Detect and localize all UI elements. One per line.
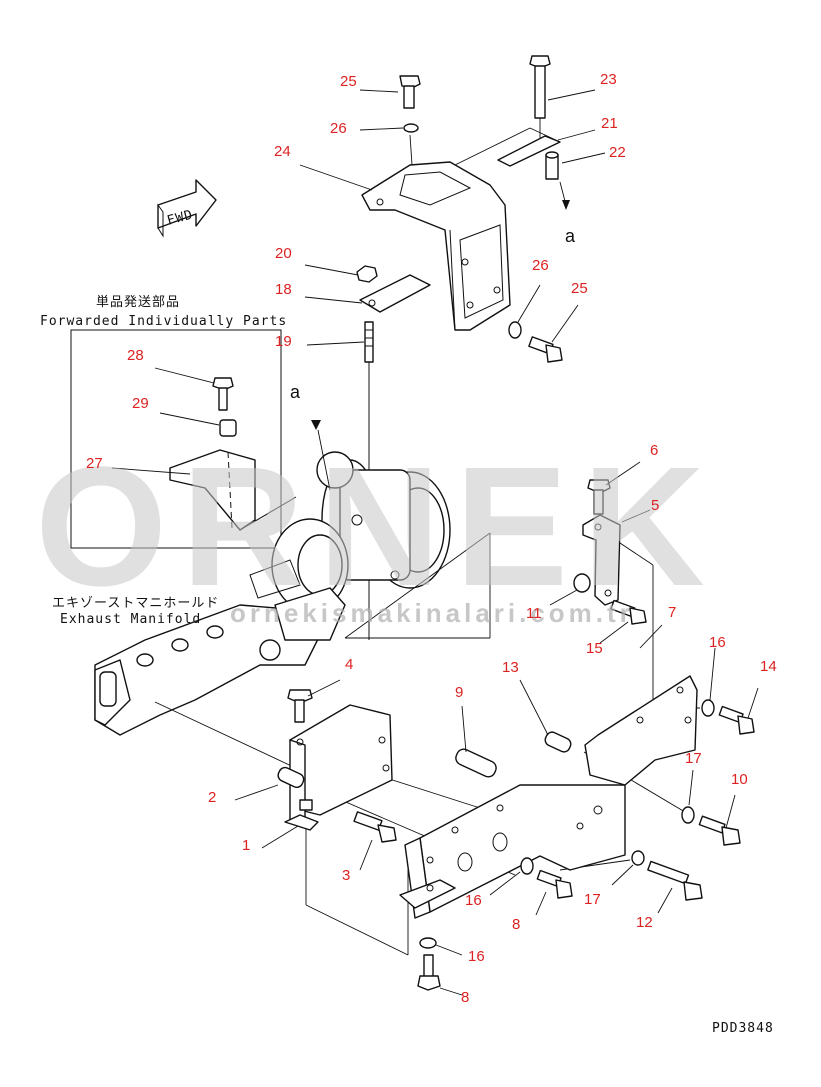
bolt-25-right xyxy=(508,321,563,363)
watermark-url: ornekismakinalari.com.tr xyxy=(230,598,634,628)
callout-20: 20 xyxy=(275,245,292,262)
callout-5: 5 xyxy=(651,497,659,514)
callout-7: 7 xyxy=(668,604,676,621)
drawing-code: PDD3848 xyxy=(712,1021,774,1036)
view-marker-turbo: a xyxy=(290,382,301,402)
fwd-arrow: FWD xyxy=(157,179,217,238)
callout-16-mid: 16 xyxy=(465,892,482,909)
callout-9: 9 xyxy=(455,684,463,701)
bolt-23 xyxy=(454,55,570,210)
collar-13 xyxy=(544,731,572,753)
callout-28: 28 xyxy=(127,347,144,364)
inset-box xyxy=(70,329,297,549)
bolt-4 xyxy=(287,689,313,723)
watermark-brand: ORNEK xyxy=(35,432,719,622)
inset-title-jp: 単品発送部品 xyxy=(96,294,180,310)
callout-3: 3 xyxy=(342,867,350,884)
turbocharger xyxy=(271,451,451,612)
callout-12: 12 xyxy=(636,914,653,931)
callout-22: 22 xyxy=(609,144,626,161)
callout-11: 11 xyxy=(526,605,542,622)
hardware-right xyxy=(417,699,755,991)
watermark: ORNEK ornekismakinalari.com.tr xyxy=(35,432,719,628)
exhaust-label-en: Exhaust Manifold xyxy=(60,612,201,627)
callout-16-right: 16 xyxy=(709,634,726,651)
callout-24: 24 xyxy=(274,143,291,160)
link-plate xyxy=(356,265,431,313)
callout-25: 25 xyxy=(340,73,357,90)
callout-26: 26 xyxy=(330,120,347,137)
bolt-3 xyxy=(353,811,397,843)
callout-19: 19 xyxy=(275,333,292,350)
callout-8-bottom: 8 xyxy=(461,989,469,1006)
callout-4: 4 xyxy=(345,656,353,673)
callout-14: 14 xyxy=(760,658,777,675)
callout-leaders xyxy=(111,89,759,996)
bracket-5 xyxy=(582,514,621,606)
callout-26-right: 26 xyxy=(532,257,549,274)
collar-2 xyxy=(277,766,305,788)
callout-10: 10 xyxy=(731,771,748,788)
bolt-6 xyxy=(587,479,611,515)
callout-16-bottom: 16 xyxy=(468,948,485,965)
inset-title-en: Forwarded Individually Parts xyxy=(40,314,287,329)
callout-27: 27 xyxy=(86,455,103,472)
callout-23: 23 xyxy=(600,71,617,88)
callout-15: 15 xyxy=(586,640,603,657)
callout-8-mid: 8 xyxy=(512,916,520,933)
callout-21: 21 xyxy=(601,115,618,132)
callout-17-bottom: 17 xyxy=(584,891,601,908)
callout-2: 2 xyxy=(208,789,216,806)
view-marker-top: a xyxy=(565,226,576,246)
bolt-25-top xyxy=(399,75,421,166)
callout-13: 13 xyxy=(502,659,519,676)
nut-11 xyxy=(573,573,591,593)
exhaust-manifold xyxy=(94,559,346,736)
collar-9 xyxy=(455,748,497,778)
fwd-label: FWD xyxy=(166,207,195,228)
exhaust-label-jp: エキゾーストマニホールド xyxy=(52,596,219,611)
callout-29: 29 xyxy=(132,395,149,412)
callout-1: 1 xyxy=(242,837,250,854)
callout-6: 6 xyxy=(650,442,658,459)
callout-18: 18 xyxy=(275,281,292,298)
upper-bracket xyxy=(361,161,511,331)
lower-bracket-4 xyxy=(284,704,393,831)
main-lower-bracket xyxy=(399,675,698,919)
callout-25-right: 25 xyxy=(571,280,588,297)
bolt-15 xyxy=(610,599,647,625)
callout-17-right: 17 xyxy=(685,750,702,767)
callout-numbers: 25 26 24 23 21 22 20 18 19 26 25 28 29 2… xyxy=(86,71,777,1006)
